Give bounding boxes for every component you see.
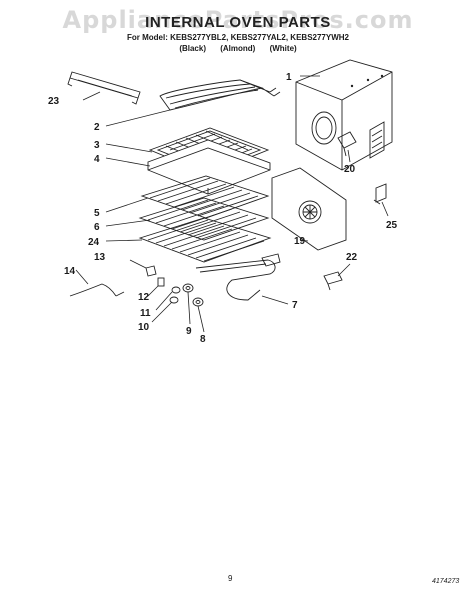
callout-3: 3 xyxy=(94,140,100,151)
callout-12: 12 xyxy=(138,292,150,303)
leader-lines xyxy=(75,75,389,333)
part-12-receptacle xyxy=(157,277,165,287)
part-19-fan-cover xyxy=(271,167,347,251)
part-14-oven-sensor xyxy=(69,283,125,297)
part-20-light-socket xyxy=(337,131,357,157)
part-13-clip xyxy=(145,265,157,277)
part-24-oven-rack xyxy=(138,217,272,263)
part-5-oven-rack xyxy=(140,175,270,219)
callout-19: 19 xyxy=(294,236,306,247)
part-6-oven-rack xyxy=(138,197,270,241)
callout-5: 5 xyxy=(94,208,100,219)
part-9-insulator xyxy=(182,283,194,293)
callout-2: 2 xyxy=(94,122,100,133)
finish-white: (White) xyxy=(269,44,297,53)
callout-13: 13 xyxy=(94,252,106,263)
callout-14: 14 xyxy=(64,266,76,277)
finish-list: (Black) (Almond) (White) xyxy=(0,44,476,53)
part-22-terminal-block xyxy=(323,271,343,291)
callout-24: 24 xyxy=(88,237,100,248)
part-2-broil-element xyxy=(159,79,281,111)
page-number: 9 xyxy=(228,574,233,583)
part-25-bracket xyxy=(373,183,387,205)
part-4-broil-pan xyxy=(147,139,271,195)
callout-4: 4 xyxy=(94,154,100,165)
part-23-vent-bracket xyxy=(67,71,141,105)
callout-11: 11 xyxy=(140,308,151,319)
callout-1: 1 xyxy=(286,72,292,83)
part-7-bake-element xyxy=(195,253,281,301)
part-11-washer xyxy=(171,286,181,294)
callout-6: 6 xyxy=(94,222,100,233)
callout-22: 22 xyxy=(346,252,358,263)
callout-23: 23 xyxy=(48,96,60,107)
callout-8: 8 xyxy=(200,334,206,345)
document-number: 4174273 xyxy=(432,578,460,585)
part-8-nut xyxy=(192,297,204,307)
callout-7: 7 xyxy=(292,300,298,311)
callout-20: 20 xyxy=(344,164,356,175)
model-list: For Model: KEBS277YBL2, KEBS277YAL2, KEB… xyxy=(127,33,349,42)
callout-25: 25 xyxy=(386,220,398,231)
part-10-nut xyxy=(169,296,179,304)
callouts: 1 2 3 4 5 6 7 8 9 10 11 12 13 14 19 20 2… xyxy=(48,72,398,345)
page-title: INTERNAL OVEN PARTS xyxy=(145,14,331,31)
callout-9: 9 xyxy=(186,326,192,337)
finish-black: (Black) xyxy=(179,44,206,53)
callout-10: 10 xyxy=(138,322,150,333)
finish-almond: (Almond) xyxy=(220,44,256,53)
watermark-text: AppliancePartsPros.com xyxy=(62,6,414,34)
part-1-oven-cavity xyxy=(295,59,393,171)
